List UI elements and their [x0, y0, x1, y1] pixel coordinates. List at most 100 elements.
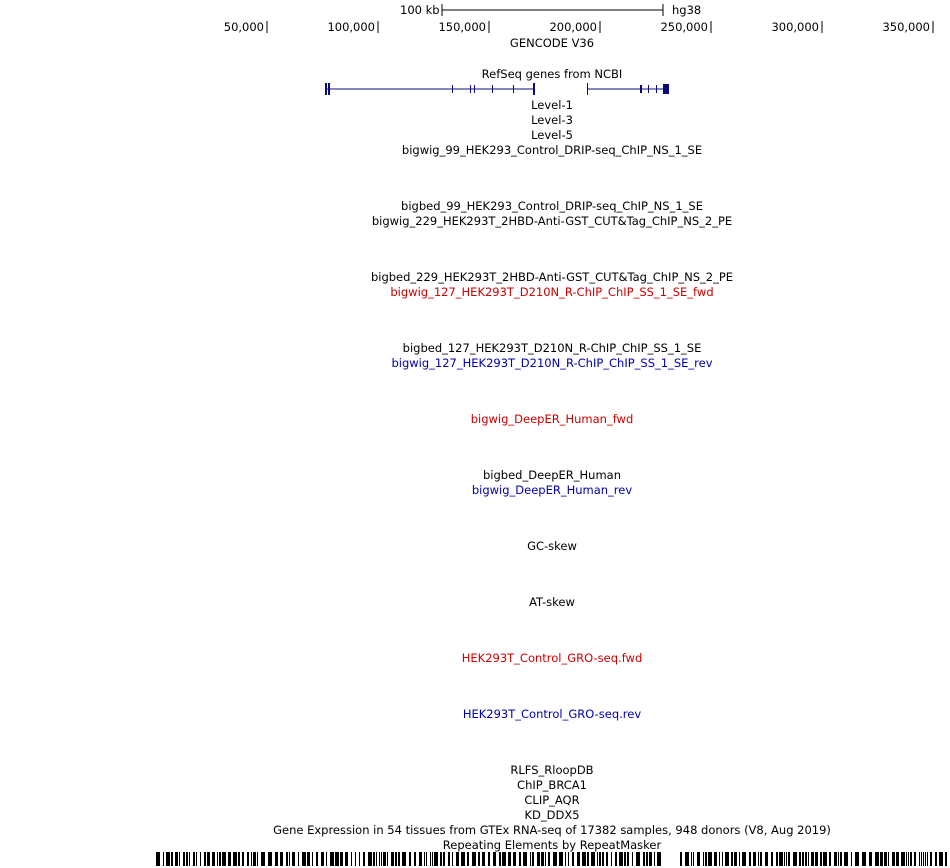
repeat-element: [719, 852, 720, 866]
repeat-element: [793, 852, 797, 866]
repeat-element: [217, 852, 218, 866]
repeat-element: [771, 852, 773, 866]
repeat-element: [758, 852, 759, 866]
repeat-element: [680, 852, 682, 866]
repeat-element: [523, 852, 527, 866]
track-label[interactable]: bigbed_229_HEK293T_2HBD-Anti-GST_CUT&Tag…: [370, 270, 734, 284]
repeat-element: [228, 852, 231, 866]
repeat-element: [802, 852, 804, 866]
repeat-element: [930, 852, 932, 866]
repeat-element: [602, 852, 604, 866]
repeat-element: [488, 852, 490, 866]
repeat-element: [914, 852, 916, 866]
repeat-element: [708, 852, 712, 866]
repeat-element: [316, 852, 318, 866]
track-label[interactable]: GC-skew: [527, 539, 577, 553]
ruler-position-label: 150,000: [438, 20, 486, 34]
repeat-element: [340, 852, 343, 866]
ruler-position-label: 200,000: [549, 20, 597, 34]
track-label[interactable]: bigbed_127_HEK293T_D210N_R-ChIP_ChIP_SS_…: [402, 341, 702, 355]
track-label-refseq[interactable]: RefSeq genes from NCBI: [481, 67, 623, 81]
track-label[interactable]: bigbed_DeepER_Human: [482, 468, 622, 482]
repeat-element: [493, 852, 496, 866]
track-label-gencode[interactable]: GENCODE V36: [509, 36, 595, 50]
repeat-element: [335, 852, 339, 866]
track-label[interactable]: bigwig_127_HEK293T_D210N_R-ChIP_ChIP_SS_…: [391, 356, 713, 370]
repeat-element: [233, 852, 237, 866]
repeat-element: [395, 852, 397, 866]
repeat-element: [430, 852, 431, 866]
repeat-element: [808, 852, 809, 866]
repeat-element: [606, 852, 608, 866]
repeat-element: [765, 852, 768, 866]
repeat-element: [823, 852, 827, 866]
track-label[interactable]: bigwig_229_HEK293T_2HBD-Anti-GST_CUT&Tag…: [371, 214, 733, 228]
repeat-element: [906, 852, 907, 866]
track-label[interactable]: HEK293T_Control_GRO-seq.rev: [462, 707, 642, 721]
track-label[interactable]: AT-skew: [529, 595, 575, 609]
repeat-element: [599, 852, 601, 866]
repeat-element: [714, 852, 717, 866]
repeat-element: [945, 852, 947, 866]
track-label-repeatmasker[interactable]: Repeating Elements by RepeatMasker: [442, 838, 662, 852]
ruler-position-label: 250,000: [660, 20, 708, 34]
repeat-element: [731, 852, 733, 866]
track-label-gtex[interactable]: Gene Expression in 54 tissues from GTEx …: [273, 823, 831, 837]
refseq-gene-model[interactable]: [0, 81, 950, 97]
track-label[interactable]: bigwig_127_HEK293T_D210N_R-ChIP_ChIP_SS_…: [390, 285, 714, 299]
repeat-element: [242, 852, 244, 866]
repeat-element: [649, 852, 652, 866]
repeat-element: [657, 852, 661, 866]
repeat-element: [443, 852, 445, 866]
repeat-element: [519, 852, 521, 866]
repeat-element: [359, 852, 360, 866]
repeat-element: [582, 852, 586, 866]
repeat-element: [892, 852, 895, 866]
scale-bar-label: 100 kb: [400, 3, 440, 17]
repeat-element: [434, 852, 438, 866]
track-label[interactable]: CLIP_AQR: [524, 793, 580, 807]
repeat-element: [193, 852, 195, 866]
track-label[interactable]: RLFS_RloopDB: [510, 763, 594, 777]
repeat-element: [467, 852, 469, 866]
repeat-element: [753, 852, 756, 866]
repeat-element: [257, 852, 258, 866]
repeat-element: [183, 852, 185, 866]
repeat-element: [163, 852, 164, 866]
repeat-element: [632, 852, 633, 866]
repeat-element: [502, 852, 506, 866]
ruler-position-label: 300,000: [771, 20, 819, 34]
repeat-element: [452, 852, 453, 866]
repeat-element: [373, 852, 375, 866]
repeatmasker-track[interactable]: [0, 852, 950, 866]
repeat-element: [888, 852, 889, 866]
repeat-element: [568, 852, 569, 866]
track-label[interactable]: bigbed_99_HEK293_Control_DRIP-seq_ChIP_N…: [401, 199, 703, 213]
repeat-element: [734, 852, 737, 866]
base-position-ruler[interactable]: [0, 0, 950, 36]
track-label[interactable]: bigwig_99_HEK293_Control_DRIP-seq_ChIP_N…: [401, 143, 703, 157]
track-label-level-3[interactable]: Level-3: [531, 113, 573, 127]
repeat-element: [829, 852, 831, 866]
repeat-element: [381, 852, 382, 866]
track-label[interactable]: KD_DDX5: [524, 808, 580, 822]
repeat-element: [840, 852, 842, 866]
repeat-element: [312, 852, 313, 866]
track-label[interactable]: bigwig_DeepER_Human_fwd: [470, 412, 634, 426]
track-label-level-5[interactable]: Level-5: [531, 128, 573, 142]
repeat-element: [685, 852, 689, 866]
repeat-element: [703, 852, 704, 866]
track-label[interactable]: HEK293T_Control_GRO-seq.fwd: [461, 651, 643, 665]
track-label[interactable]: bigwig_DeepER_Human_rev: [471, 483, 633, 497]
repeat-element: [387, 852, 388, 866]
repeat-element: [379, 852, 380, 866]
repeat-element: [779, 852, 783, 866]
track-label[interactable]: ChIP_BRCA1: [517, 778, 587, 792]
repeat-element: [253, 852, 256, 866]
repeat-element: [935, 852, 937, 866]
repeat-element: [615, 852, 617, 866]
repeat-element: [426, 852, 427, 866]
repeat-element: [705, 852, 707, 866]
track-label-level-1[interactable]: Level-1: [531, 98, 573, 112]
